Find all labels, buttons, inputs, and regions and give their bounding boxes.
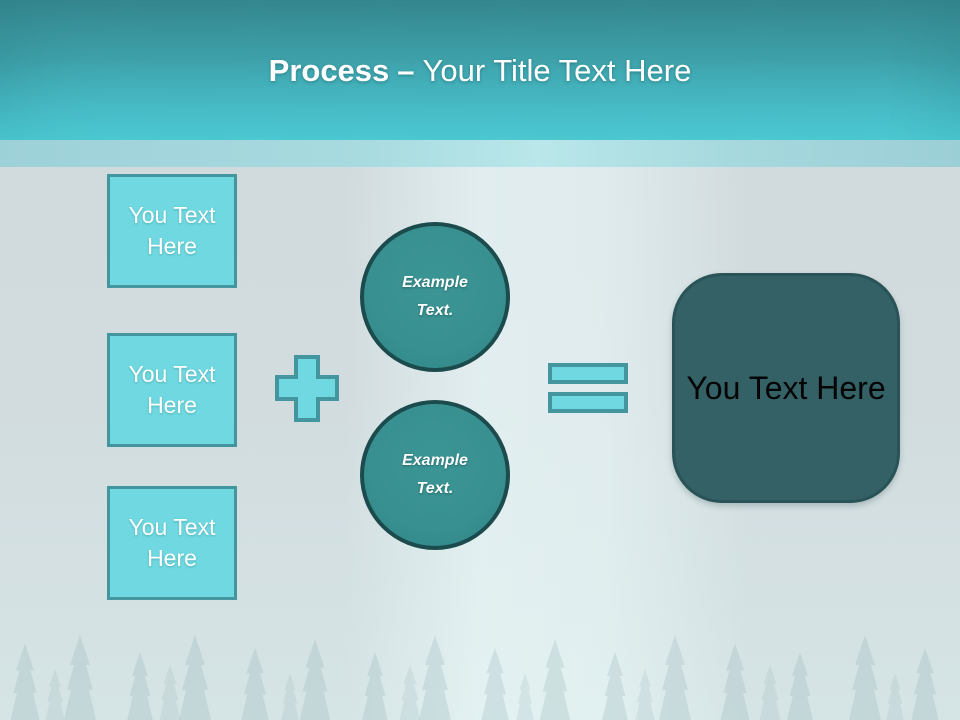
divider-band: [0, 140, 960, 167]
plus-icon[interactable]: [275, 355, 339, 422]
title-separator: –: [397, 53, 415, 88]
forest-silhouette: [10, 635, 939, 720]
example-circle-1-line1: Example: [402, 274, 468, 291]
result-box-label: You Text Here: [686, 369, 886, 406]
result-box[interactable]: You Text Here: [672, 273, 900, 503]
page-title: Process–Your Title Text Here: [0, 52, 960, 90]
example-circle-2[interactable]: Example Text.: [360, 400, 510, 550]
example-circle-2-line2: Text.: [416, 480, 454, 497]
input-box-2[interactable]: You Text Here: [107, 333, 237, 447]
input-box-1-label: You Text Here: [128, 202, 216, 259]
equals-bottom-bar: [548, 392, 628, 413]
header-banner: [0, 0, 960, 140]
input-box-3[interactable]: You Text Here: [107, 486, 237, 600]
input-box-2-label: You Text Here: [128, 361, 216, 418]
input-box-3-label: You Text Here: [128, 514, 216, 571]
equals-top-bar: [548, 363, 628, 384]
example-circle-1-line2: Text.: [416, 302, 454, 319]
example-circle-2-line1: Example: [402, 452, 468, 469]
title-regular-part: Your Title Text Here: [422, 53, 692, 88]
example-circle-1[interactable]: Example Text.: [360, 222, 510, 372]
title-bold-part: Process: [268, 53, 390, 88]
input-box-1[interactable]: You Text Here: [107, 174, 237, 288]
